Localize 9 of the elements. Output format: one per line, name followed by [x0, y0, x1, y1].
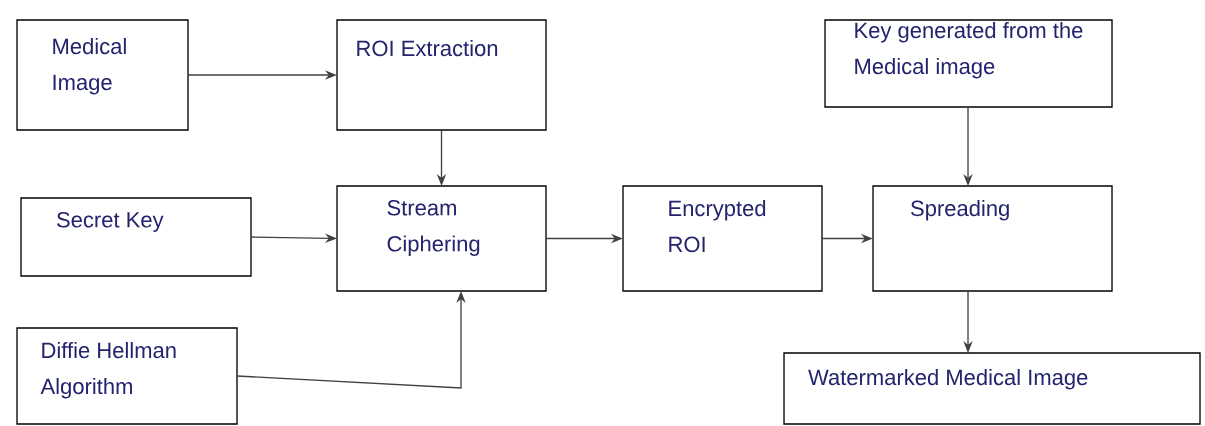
- process-box: Stream Ciphering: [336, 185, 547, 292]
- process-box: Secret Key: [20, 197, 252, 277]
- process-box: Diffie Hellman Algorithm: [16, 327, 238, 425]
- process-box: ROI Extraction: [336, 19, 547, 131]
- process-box: Key generated from the Medical image: [824, 19, 1113, 108]
- process-box: Watermarked Medical Image: [783, 352, 1201, 425]
- process-box: Medical Image: [16, 19, 189, 131]
- process-box: Spreading: [872, 185, 1113, 292]
- process-box: Encrypted ROI: [622, 185, 823, 292]
